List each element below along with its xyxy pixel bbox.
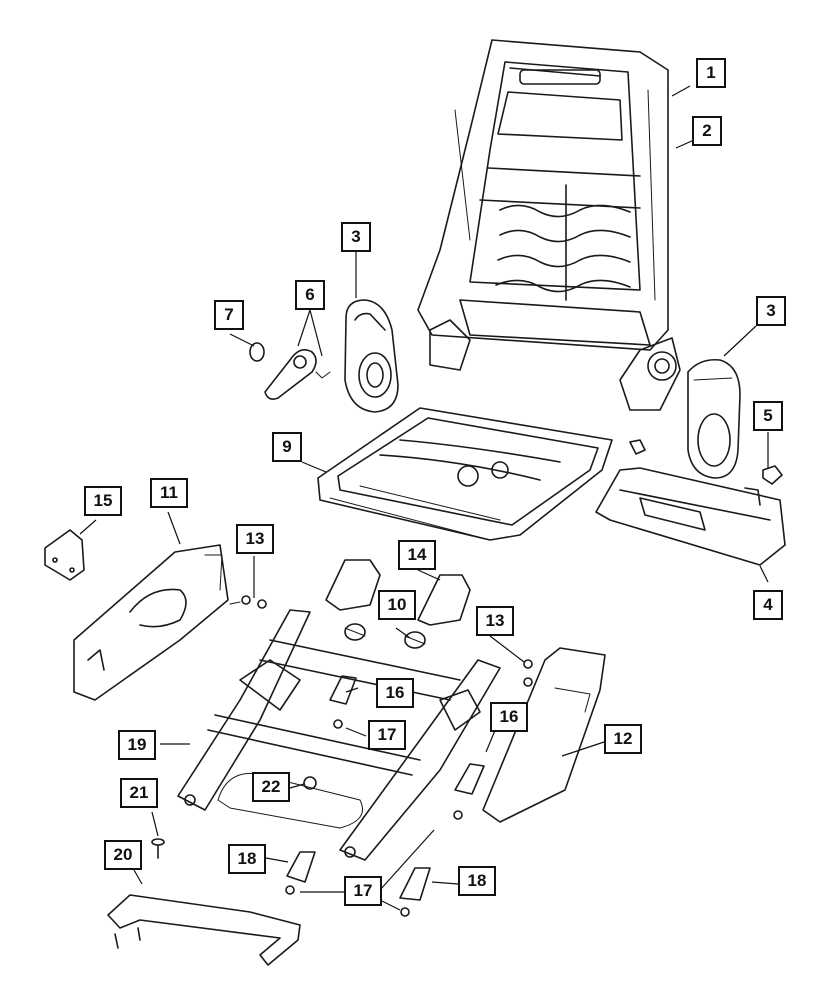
side-shield-inboard[interactable] [73,544,229,701]
callout-18-right[interactable]: 18 [458,866,496,896]
callout-3-left[interactable]: 3 [341,222,371,252]
callout-13-left[interactable]: 13 [236,524,274,554]
callout-4[interactable]: 4 [753,590,783,620]
ring-retainer[interactable] [249,342,265,362]
outboard-trim-shield[interactable] [482,647,606,823]
recliner-handle[interactable] [264,349,331,400]
seat-cushion-pan[interactable] [317,407,613,541]
callout-9[interactable]: 9 [272,432,302,462]
callout-12[interactable]: 12 [604,724,642,754]
bushings[interactable] [344,623,426,649]
callout-22[interactable]: 22 [252,772,290,802]
callout-16-right[interactable]: 16 [490,702,528,732]
seat-track-adjuster[interactable] [177,609,501,861]
track-straps[interactable] [329,675,485,795]
callout-5[interactable]: 5 [753,401,783,431]
callout-14[interactable]: 14 [398,540,436,570]
callout-11[interactable]: 11 [150,478,188,508]
track-fasteners[interactable] [285,719,463,917]
recliner-cover-right[interactable] [687,358,741,479]
recliner-cover-left[interactable] [344,299,399,413]
callout-19[interactable]: 19 [118,730,156,760]
seat-back-frame[interactable] [417,39,681,411]
callout-13-right[interactable]: 13 [476,606,514,636]
side-shield-outboard[interactable] [595,467,786,566]
rear-brackets[interactable] [286,851,431,901]
callout-20[interactable]: 20 [104,840,142,870]
callout-18-left[interactable]: 18 [228,844,266,874]
trim-cover-plate[interactable] [44,529,85,581]
front-riser-brackets[interactable] [325,559,471,626]
callout-21[interactable]: 21 [120,778,158,808]
callout-2[interactable]: 2 [692,116,722,146]
callout-17-lower[interactable]: 17 [344,876,382,906]
center-nut[interactable] [303,776,317,790]
bolt[interactable] [151,838,165,859]
leader-lines [79,85,769,911]
callout-16-left[interactable]: 16 [376,678,414,708]
rear-cross-bar[interactable] [107,894,301,966]
callout-17-upper[interactable]: 17 [368,720,406,750]
screws-outboard[interactable] [523,659,533,687]
screws-inboard[interactable] [229,595,267,609]
callout-3-right[interactable]: 3 [756,296,786,326]
callout-6[interactable]: 6 [295,280,325,310]
callout-1[interactable]: 1 [696,58,726,88]
push-nut-clip[interactable] [629,439,783,485]
callout-7[interactable]: 7 [214,300,244,330]
callout-15[interactable]: 15 [84,486,122,516]
callout-10[interactable]: 10 [378,590,416,620]
